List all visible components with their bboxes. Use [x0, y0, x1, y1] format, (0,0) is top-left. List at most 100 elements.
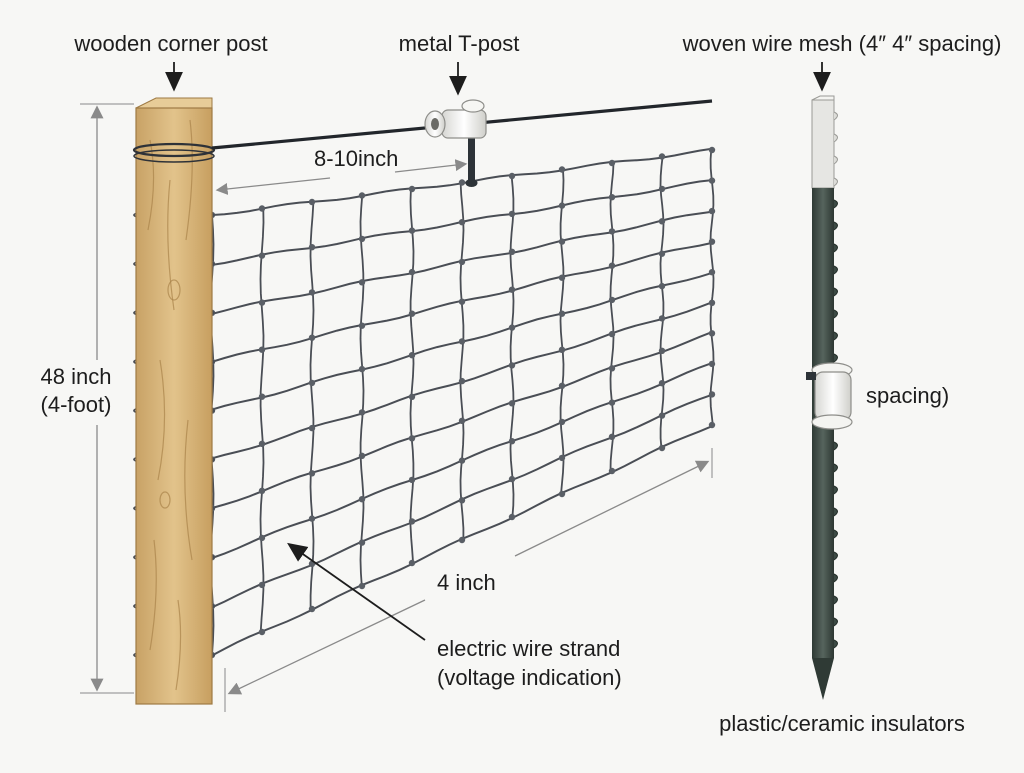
t-post-stud — [833, 265, 838, 275]
mesh-knot — [608, 159, 616, 167]
t-post-insulator-icon — [806, 362, 853, 430]
mesh-knot — [408, 310, 416, 317]
mesh-knot — [708, 177, 716, 184]
mesh-knot — [408, 227, 416, 234]
mesh-knot — [658, 185, 666, 193]
mesh-vertical-wire — [659, 156, 665, 449]
mesh-knot — [508, 362, 516, 369]
mesh-knot — [608, 467, 616, 475]
t-post-stud — [833, 331, 838, 341]
mesh-knot — [358, 192, 366, 199]
t-post-stud — [833, 441, 838, 451]
insulator-icon — [424, 99, 487, 187]
t-post-stud — [833, 353, 838, 363]
t-post-icon — [806, 95, 853, 700]
wooden-post-icon — [132, 97, 216, 705]
mesh-knot — [308, 605, 316, 613]
t-post-stud — [833, 221, 838, 231]
t-post-stud — [833, 133, 838, 143]
t-post-stud — [833, 507, 838, 517]
t-post-stud — [833, 573, 838, 583]
dimension-lines — [80, 103, 713, 712]
metal-t-post-label: metal T-post — [398, 31, 520, 56]
mesh-knot — [708, 360, 716, 368]
mesh-knot — [708, 238, 716, 245]
mesh-width-label: 4 inch — [437, 570, 496, 595]
wooden-corner-post-label: wooden corner post — [74, 31, 268, 56]
t-post-stud — [833, 199, 838, 209]
mesh-knot — [358, 409, 366, 416]
t-post-stud — [833, 529, 838, 539]
mesh-knot — [508, 286, 516, 293]
mesh-knot — [458, 497, 466, 504]
mesh-knot — [608, 433, 616, 440]
spacing-label: spacing) — [866, 383, 950, 408]
mesh-knot — [658, 282, 666, 290]
mesh-knot — [558, 346, 566, 353]
mesh-knot — [308, 289, 316, 296]
mesh-knot — [258, 440, 266, 447]
mesh-knot — [308, 244, 316, 251]
mesh-knot — [408, 268, 416, 276]
mesh-knot — [258, 534, 266, 542]
mesh-knot — [608, 365, 616, 372]
mesh-knot — [408, 393, 416, 400]
mesh-knot — [358, 539, 366, 546]
mesh-knot — [608, 296, 616, 304]
mesh-knot — [608, 194, 616, 201]
mesh-knot — [508, 475, 516, 483]
mesh-knot — [558, 490, 566, 498]
t-post-stud — [833, 309, 838, 319]
mesh-knot — [558, 310, 566, 317]
electric-wire-label-line1: electric wire strand — [437, 636, 621, 661]
mesh-knot — [408, 559, 416, 567]
mesh-knot — [708, 207, 716, 215]
woven-wire-mesh-label: woven wire mesh (4″ 4″ spacing) — [682, 31, 1002, 56]
mesh-knot — [258, 393, 266, 400]
mesh-knot — [558, 454, 566, 462]
mesh-knot — [308, 515, 316, 522]
mesh-knot — [508, 400, 516, 407]
mesh-knot — [408, 435, 416, 442]
mesh-knot — [258, 346, 266, 353]
mesh-knot — [658, 153, 666, 160]
height-label-line1: 48 inch — [40, 364, 112, 389]
mesh-knot — [608, 228, 616, 235]
mesh-knot — [358, 279, 366, 286]
mesh-vertical-wire — [609, 162, 615, 472]
t-post-stud — [833, 617, 838, 627]
mesh-knot — [558, 238, 566, 245]
mesh-knot — [708, 146, 716, 154]
mesh-vertical-wire — [459, 182, 465, 540]
mesh-knot — [308, 198, 316, 206]
mesh-knot — [308, 334, 316, 341]
t-post-stud — [833, 551, 838, 561]
gap-top-label: 8-10inch — [314, 146, 399, 171]
mesh-knot — [258, 581, 266, 589]
mesh-knot — [308, 424, 316, 432]
t-post-stud — [833, 463, 838, 473]
mesh-knot — [358, 365, 366, 373]
mesh-knot — [308, 379, 316, 387]
mesh-knot — [258, 487, 266, 494]
t-post-stud — [833, 595, 838, 605]
mesh-knot — [458, 377, 466, 385]
mesh-knot — [658, 315, 666, 322]
mesh-knot — [708, 421, 716, 429]
mesh-knot — [558, 166, 566, 173]
mesh-knot — [508, 210, 516, 218]
mesh-knot — [408, 518, 416, 525]
electric-wire-label-line2: (voltage indication) — [437, 665, 622, 690]
mesh-knot — [658, 218, 666, 225]
mesh-knot — [608, 330, 616, 338]
mesh-knot — [608, 262, 616, 269]
mesh-knot — [458, 417, 466, 424]
mesh-knot — [458, 258, 466, 266]
mesh-vertical-wire — [259, 208, 265, 633]
t-post-stud — [833, 287, 838, 297]
mesh-knot — [358, 452, 366, 459]
mesh-vertical-wire — [509, 175, 515, 518]
mesh-knot — [358, 235, 366, 243]
